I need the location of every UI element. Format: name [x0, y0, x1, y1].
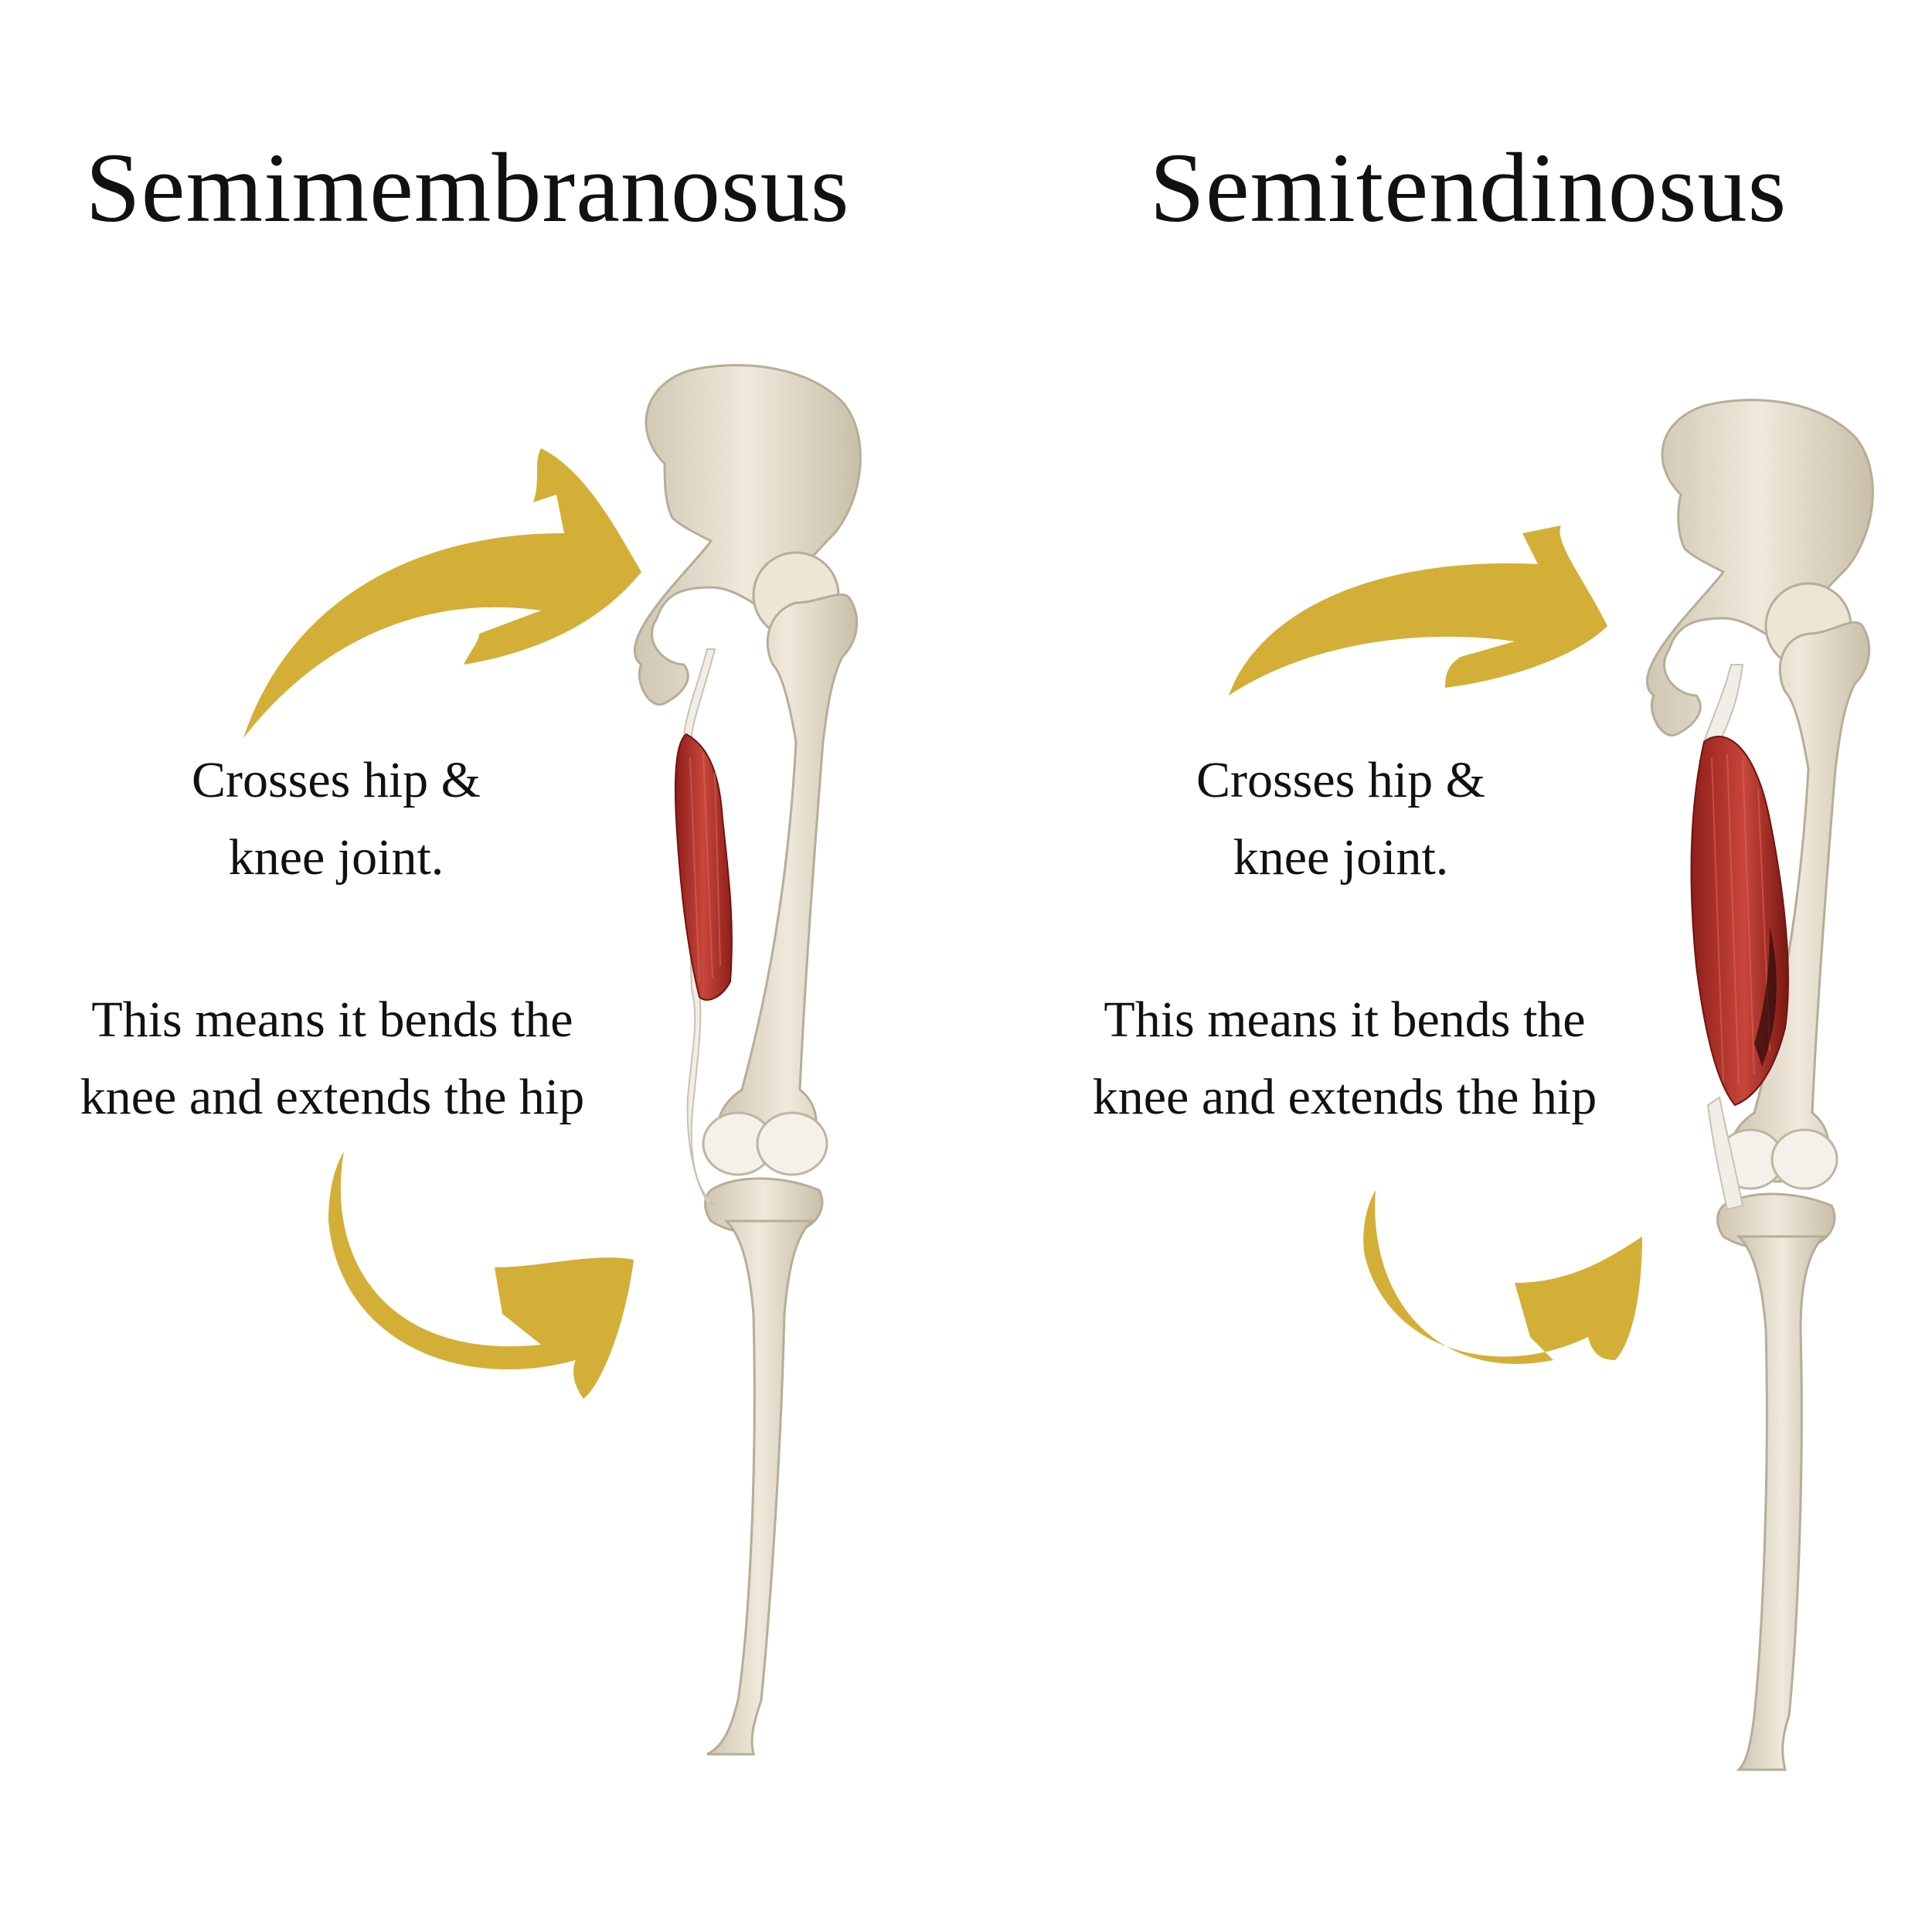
panel-title: Semimembranosus	[85, 133, 850, 243]
panel-semimembranosus: Semimembranosus	[0, 133, 862, 1756]
crosses-caption: Crosses hip & knee joint.	[1121, 742, 1561, 896]
muscle-tendon	[1706, 1096, 1744, 1211]
curved-arrow-icon	[328, 1151, 634, 1399]
panel-title: Semitendinosus	[1149, 133, 1787, 243]
knee-joint	[702, 1111, 828, 1236]
hamstring-muscle-illustration	[674, 733, 733, 1001]
crosses-line-2: knee joint.	[1233, 829, 1449, 886]
curved-arrow-icon	[243, 448, 641, 738]
function-line-1: This means it bends the	[1104, 992, 1586, 1048]
pelvis-bone	[1646, 399, 1874, 737]
function-line-1: This means it bends the	[91, 992, 573, 1048]
crosses-line-1: Crosses hip &	[191, 752, 481, 808]
crosses-caption: Crosses hip & knee joint.	[116, 742, 556, 896]
hamstring-muscle-illustration	[1690, 736, 1789, 1107]
femur-bone	[717, 551, 859, 1160]
function-line-2: knee and extends the hip	[80, 1069, 585, 1125]
function-line-2: knee and extends the hip	[1092, 1069, 1597, 1125]
crosses-line-1: Crosses hip &	[1196, 752, 1486, 808]
panel-semitendinosus: Semitendinosus	[966, 0, 1932, 1932]
curved-arrow-icon	[1363, 1190, 1642, 1364]
crosses-line-2: knee joint.	[228, 829, 444, 886]
pelvis-bone	[634, 364, 862, 706]
function-caption: This means it bends the knee and extends…	[1012, 981, 1677, 1136]
anatomy-illustration	[1229, 399, 1874, 1771]
tibia-bone	[706, 1219, 815, 1756]
anatomy-illustration	[243, 364, 862, 1756]
tibia-bone	[1736, 1235, 1827, 1771]
function-caption: This means it bends the knee and extends…	[0, 981, 665, 1136]
curved-arrow-icon	[1229, 526, 1607, 696]
